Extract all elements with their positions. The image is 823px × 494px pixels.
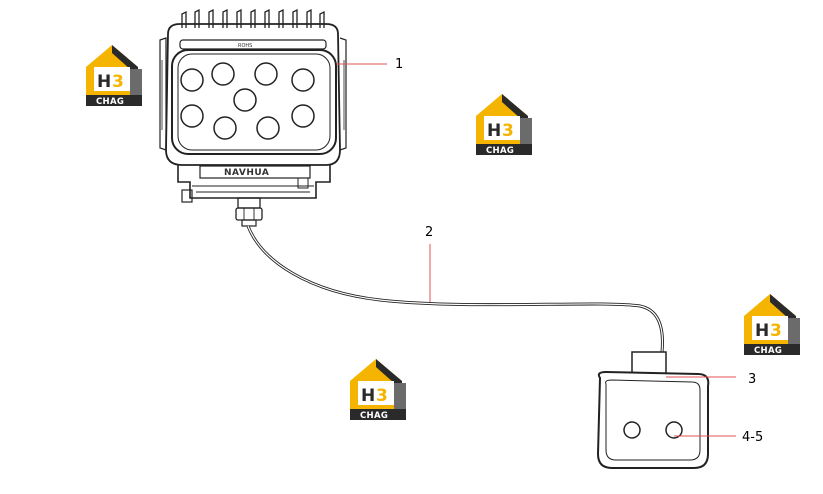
svg-text:H: H [97,72,111,92]
svg-text:NAVHUA: NAVHUA [224,168,269,178]
watermark-logo-4: H 3 CHAG [350,359,406,421]
cable [246,225,664,353]
svg-text:CHAG: CHAG [96,97,124,107]
svg-text:ROHS: ROHS [238,43,252,49]
work-lamp: ROHS NAVHUA [159,8,347,227]
svg-text:3: 3 [502,121,514,141]
callout-label-3: 3 [748,372,756,387]
watermark-logo-1: H 3 CHAG [86,45,142,107]
connector-plug [596,351,710,469]
svg-text:H: H [755,321,769,341]
callout-label-2: 2 [425,225,433,240]
svg-text:H: H [361,386,375,406]
led-array [180,62,315,140]
watermark-logo-2: H 3 CHAG [476,94,532,156]
svg-text:CHAG: CHAG [486,146,514,156]
svg-text:3: 3 [376,386,388,406]
watermark-logo-3: H 3 CHAG [744,294,800,356]
svg-text:3: 3 [112,72,124,92]
svg-text:H: H [487,121,501,141]
callout-label-4-5: 4-5 [742,430,763,445]
svg-text:CHAG: CHAG [360,411,388,421]
svg-text:CHAG: CHAG [754,346,782,356]
cooling-fins [181,8,325,28]
svg-text:3: 3 [770,321,782,341]
callout-label-1: 1 [395,57,403,72]
leader-lines [337,63,736,437]
